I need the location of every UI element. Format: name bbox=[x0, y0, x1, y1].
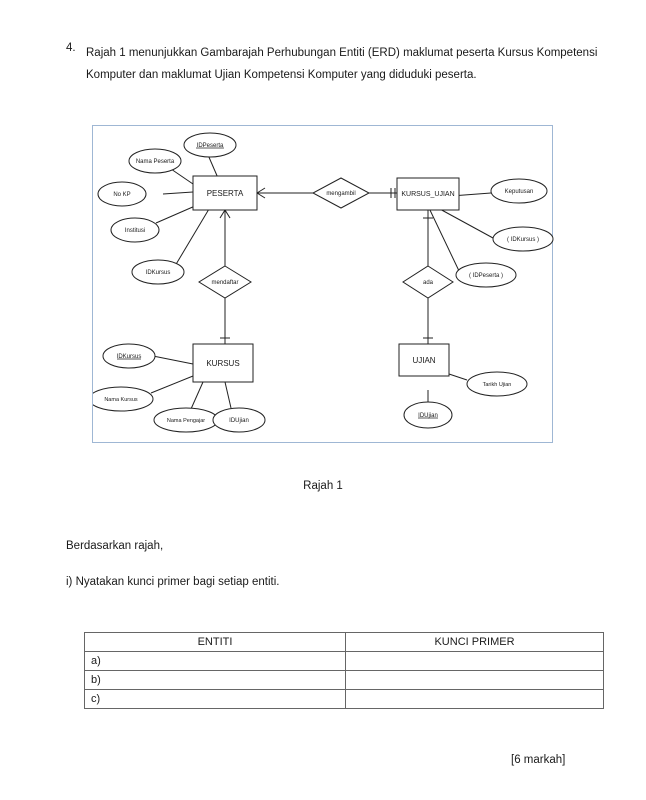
attr-peserta-nama-label: Nama Peserta bbox=[136, 159, 175, 165]
table-row: c) bbox=[84, 689, 604, 709]
answer-cell[interactable] bbox=[345, 689, 604, 709]
attr-ujian-tarikh-label: Tarikh Ujian bbox=[483, 382, 512, 388]
question-line-2: Komputer dan maklumat Ujian Kompetensi K… bbox=[86, 69, 477, 81]
connector-line bbox=[190, 381, 204, 410]
connector-line bbox=[174, 208, 210, 267]
erd-canvas: PESERTA KURSUS_UJIAN KURSUS UJIAN mengam… bbox=[93, 132, 554, 433]
entity-ujian-box bbox=[398, 343, 450, 377]
attr-kursus-id-label: IDKursus bbox=[117, 354, 142, 360]
attr-ujian-id-label: IDUjian bbox=[418, 413, 438, 419]
crow-foot-mark bbox=[219, 209, 226, 219]
attr-peserta-id-label: IDPeserta bbox=[197, 143, 224, 149]
entity-kursus-ujian-label: KURSUS_UJIAN bbox=[401, 191, 454, 198]
row-label-cell: b) bbox=[84, 670, 346, 690]
attr-ujian-id-ellipse bbox=[403, 401, 453, 429]
entity-peserta-label: PESERTA bbox=[207, 189, 244, 198]
answer-cell[interactable] bbox=[345, 651, 604, 671]
entity-peserta-box bbox=[192, 175, 258, 211]
attr-kursus-idujian-ellipse bbox=[212, 407, 266, 433]
row-label-cell: a) bbox=[84, 651, 346, 671]
connector-line bbox=[224, 381, 232, 409]
sub-question-text: i) Nyatakan kunci primer bagi setiap ent… bbox=[66, 576, 280, 588]
attr-ku-idkursus-ellipse bbox=[492, 226, 554, 252]
connector-line bbox=[155, 205, 196, 224]
relationship-mendaftar-diamond bbox=[198, 265, 252, 299]
attr-peserta-idkursus-ellipse bbox=[131, 259, 185, 285]
attr-peserta-institusi-ellipse bbox=[110, 217, 160, 243]
attr-ku-keputusan-label: Keputusan bbox=[505, 189, 534, 195]
connector-line bbox=[428, 207, 461, 274]
attr-peserta-id-ellipse bbox=[183, 132, 237, 158]
crow-foot-mark bbox=[256, 192, 266, 199]
attr-peserta-idkursus-label: IDKursus bbox=[146, 270, 171, 276]
connector-line bbox=[437, 207, 494, 239]
entity-kursus-ujian-box bbox=[396, 177, 460, 211]
header-kunci-primer: KUNCI PRIMER bbox=[345, 632, 604, 652]
connector-line bbox=[162, 191, 194, 195]
crow-foot-mark bbox=[224, 209, 231, 219]
marks-label: [6 markah] bbox=[511, 754, 566, 766]
attr-ku-idpeserta-label: ( IDPeserta ) bbox=[469, 273, 503, 279]
crow-foot-mark bbox=[256, 187, 266, 194]
answer-cell[interactable] bbox=[345, 670, 604, 690]
entity-kursus-box bbox=[192, 343, 254, 383]
connector-line bbox=[150, 375, 194, 394]
table-row: a) bbox=[84, 651, 604, 671]
attr-ku-idpeserta-ellipse bbox=[455, 262, 517, 288]
answer-table: ENTITI KUNCI PRIMER a) b) c) bbox=[84, 632, 604, 709]
attr-ujian-tarikh-ellipse bbox=[466, 371, 528, 397]
attr-ku-idkursus-label: ( IDKursus ) bbox=[507, 237, 539, 243]
attr-kursus-pengajar-label: Nama Pengajar bbox=[167, 418, 205, 424]
connector-line bbox=[448, 373, 468, 381]
relationship-mengambil-label: mengambil bbox=[326, 191, 355, 197]
row-label-cell: c) bbox=[84, 689, 346, 709]
attr-kursus-id-ellipse bbox=[102, 343, 156, 369]
question-line-1: Rajah 1 menunjukkan Gambarajah Perhubung… bbox=[86, 47, 598, 59]
attr-peserta-nokp-ellipse bbox=[97, 181, 147, 207]
question-text: Rajah 1 menunjukkan Gambarajah Perhubung… bbox=[86, 42, 606, 86]
figure-caption: Rajah 1 bbox=[303, 480, 343, 492]
erd-diagram: PESERTA KURSUS_UJIAN KURSUS UJIAN mengam… bbox=[92, 125, 554, 443]
header-entiti: ENTITI bbox=[84, 632, 346, 652]
attr-kursus-idujian-label: IDUjian bbox=[229, 418, 249, 424]
attr-peserta-institusi-label: Institusi bbox=[125, 228, 145, 234]
table-header-row: ENTITI KUNCI PRIMER bbox=[84, 632, 604, 652]
attr-ku-keputusan-ellipse bbox=[490, 178, 548, 204]
connector-line bbox=[170, 168, 194, 185]
relationship-mengambil-diamond bbox=[311, 177, 371, 209]
attr-kursus-nama-ellipse bbox=[93, 386, 154, 412]
table-row: b) bbox=[84, 670, 604, 690]
attr-peserta-nokp-label: No KP bbox=[113, 192, 130, 198]
question-number: 4. bbox=[66, 42, 76, 54]
relationship-ada-diamond bbox=[402, 265, 454, 299]
relationship-ada-label: ada bbox=[423, 280, 434, 286]
entity-kursus-label: KURSUS bbox=[206, 359, 239, 368]
attr-kursus-nama-label: Nama Kursus bbox=[104, 397, 138, 403]
relationship-mendaftar-label: mendaftar bbox=[211, 280, 238, 286]
instruction-text: Berdasarkan rajah, bbox=[66, 540, 164, 552]
connector-line bbox=[152, 355, 194, 365]
entity-ujian-label: UJIAN bbox=[412, 356, 435, 365]
attr-peserta-nama-ellipse bbox=[128, 148, 182, 174]
